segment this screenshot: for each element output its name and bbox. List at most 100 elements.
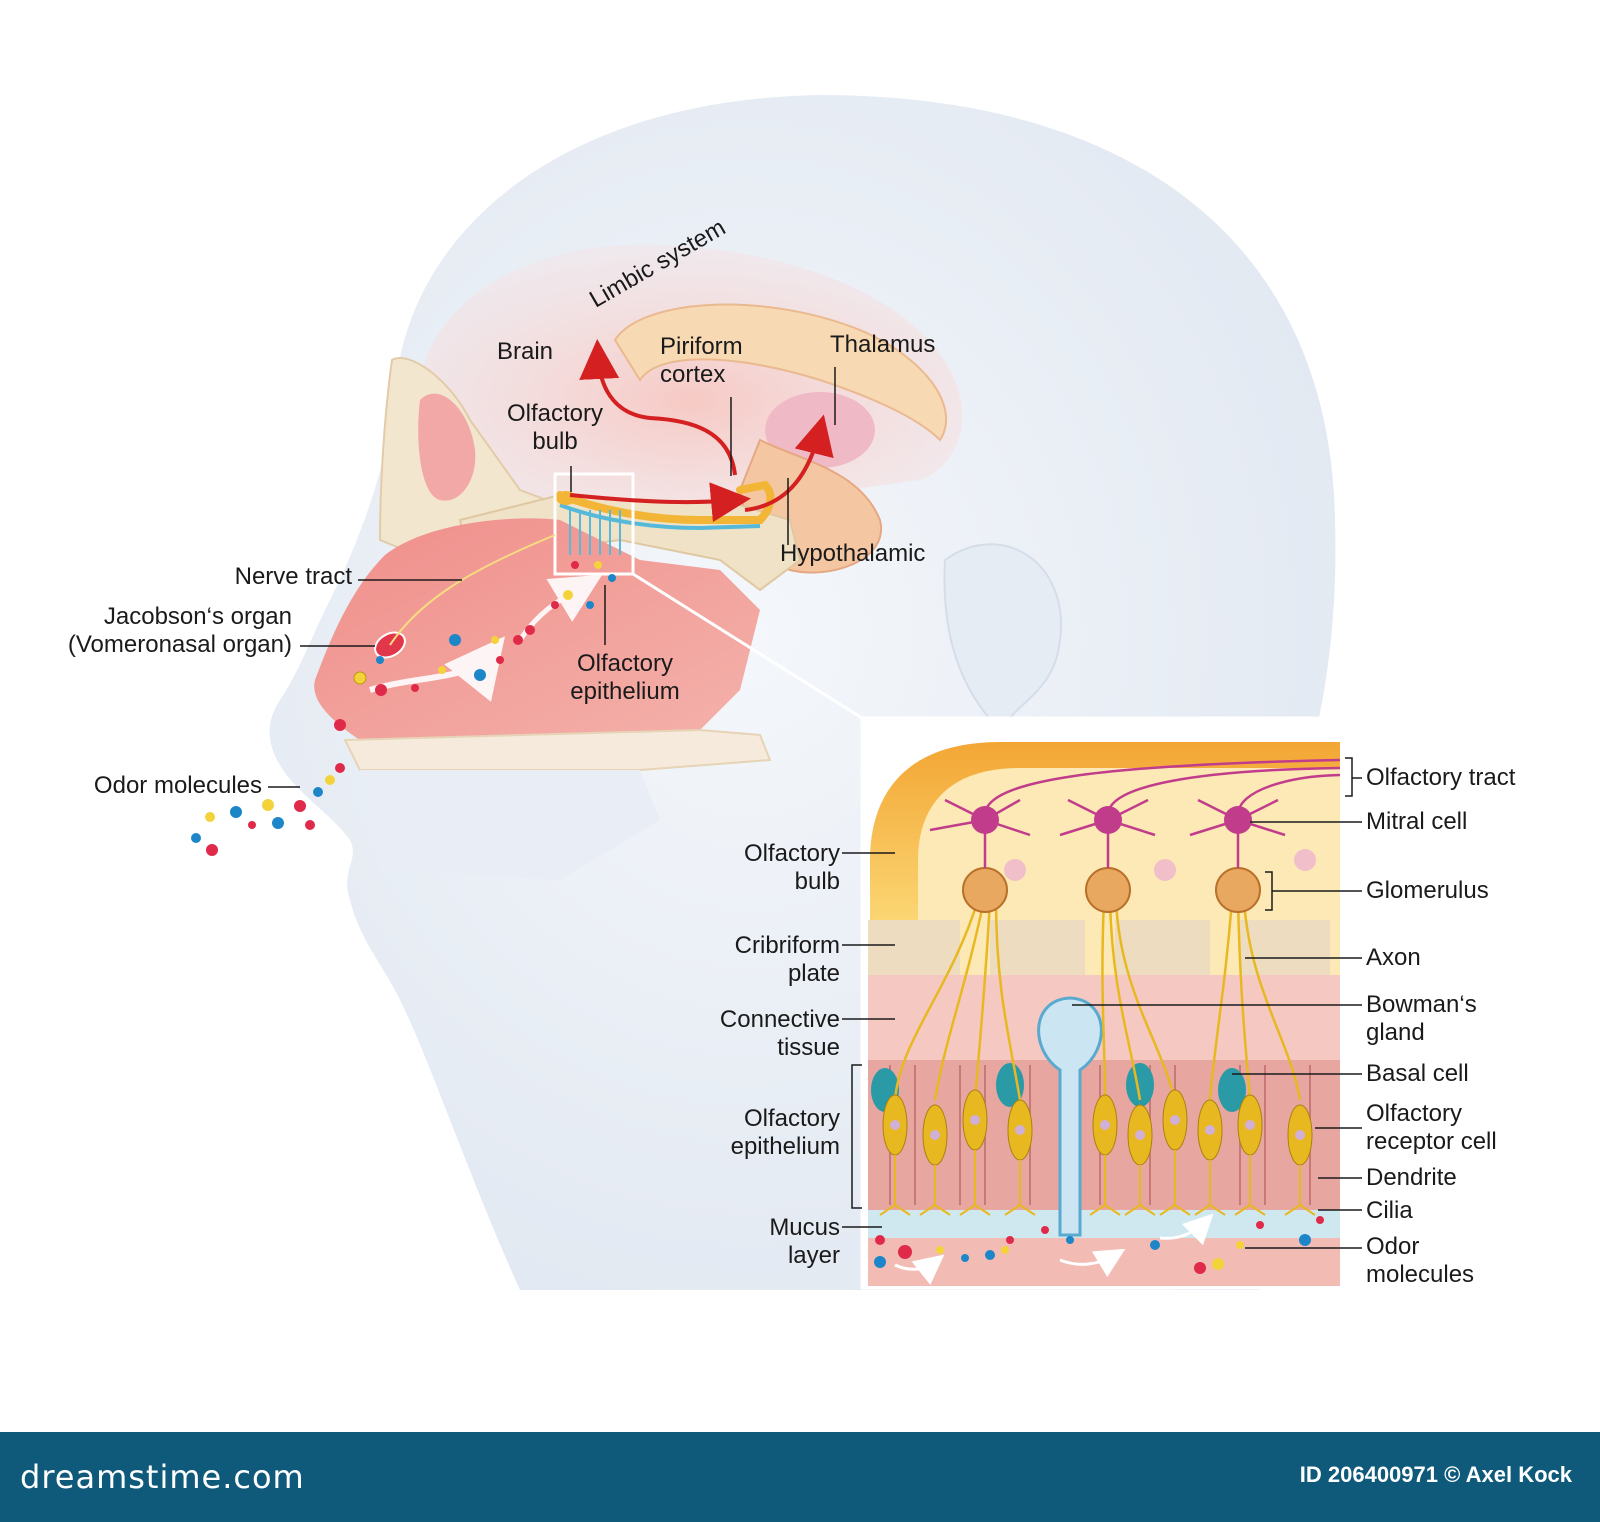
- epithelium-bracket: [851, 1064, 862, 1209]
- label-dendrite: Dendrite: [1366, 1164, 1457, 1192]
- arrow-to-brain: [579, 339, 737, 476]
- label-cribriform-line1: Cribriform: [734, 932, 840, 959]
- label-axon: Axon: [1366, 944, 1421, 972]
- label-mucus-line1: Mucus: [769, 1214, 840, 1241]
- label-odor-molecules-head: Odor molecules: [40, 772, 262, 800]
- mucus-flow-arrow-3: [1159, 1213, 1214, 1246]
- cribriform-gaps: [960, 920, 1340, 975]
- label-connective-tissue: Connective tissue: [660, 1006, 840, 1062]
- nerve-tract-line: [389, 534, 556, 646]
- label-piriform-line1: Piriform: [660, 333, 743, 360]
- label-thalamus: Thalamus: [830, 331, 935, 359]
- mucus-flow-arrow-1: [894, 1254, 945, 1285]
- footer-site-logo[interactable]: dreamstime.com: [20, 1458, 305, 1496]
- label-olfactory-bulb-head: Olfactory bulb: [490, 400, 620, 456]
- zoom-connector: [632, 572, 863, 720]
- bowmans-gland-shape: [1037, 996, 1103, 1237]
- label-connective-line2: tissue: [777, 1034, 840, 1061]
- label-olfactory-bulb-inset-line1: Olfactory: [743, 840, 840, 867]
- footer-bar: dreamstime.com ID 206400971 © Axel Kock: [0, 1432, 1600, 1522]
- label-piriform-line2: cortex: [660, 361, 726, 388]
- label-hypothalamic-text: Hypothalamic: [780, 540, 926, 567]
- label-odor-inset-line1: Odor: [1366, 1233, 1420, 1260]
- receptor-nuclei: [890, 1115, 1305, 1140]
- basal-cells: [871, 1063, 1246, 1112]
- label-olfactory-epithelium-inset-line2: epithelium: [730, 1133, 840, 1160]
- label-bowmans-gland: Bowman‘s gland: [1366, 991, 1477, 1047]
- inset-mucus-layer: [868, 1210, 1340, 1238]
- inset-detail: [851, 716, 1342, 1290]
- inset-leader-lines: [842, 757, 1362, 1249]
- odor-molecules-inset: [874, 1216, 1324, 1274]
- label-basal-cell: Basal cell: [1366, 1060, 1469, 1088]
- nasal-cavity: [314, 518, 760, 740]
- label-mitral-cell-text: Mitral cell: [1366, 808, 1468, 835]
- mucus-flow-arrow-2: [1059, 1248, 1126, 1278]
- label-olfactory-epithelium-inset-line1: Olfactory: [743, 1105, 840, 1132]
- receptor-fibers-head: [569, 510, 621, 555]
- label-brain: Brain: [497, 338, 553, 366]
- label-jacobsons-organ: Jacobson‘s organ (Vomeronasal organ): [20, 603, 292, 659]
- footer-image-id: ID 206400971 © Axel Kock: [1299, 1462, 1572, 1487]
- axon-bundles: [893, 899, 1302, 1101]
- olfactory-tract-head: [556, 480, 775, 524]
- head-leader-lines: [268, 367, 836, 788]
- label-basal-cell-text: Basal cell: [1366, 1060, 1469, 1087]
- label-olfactory-bulb-head-line1: Olfactory: [506, 400, 604, 427]
- label-cilia: Cilia: [1366, 1197, 1413, 1225]
- odor-molecules-nose: [334, 561, 616, 731]
- label-cilia-text: Cilia: [1366, 1197, 1413, 1224]
- odor-molecules-outside: [191, 763, 345, 856]
- limbic-arc: [613, 303, 948, 442]
- label-olfactory-bulb-inset-line2: bulb: [794, 868, 840, 895]
- label-olfactory-epithelium-head-line2: epithelium: [570, 678, 680, 705]
- mitral-cells: [929, 758, 1341, 881]
- olfactory-system-illustration: [191, 95, 1362, 1290]
- label-receptor-line2: receptor cell: [1366, 1128, 1497, 1155]
- arrow-to-thalamus: [744, 414, 834, 512]
- label-receptor-line1: Olfactory: [1366, 1100, 1463, 1127]
- label-odor-molecules-head-text: Odor molecules: [93, 772, 262, 799]
- label-olfactory-epithelium-head: Olfactory epithelium: [555, 650, 695, 706]
- dendrites-cilia: [879, 1150, 1316, 1216]
- label-olfactory-receptor-cell: Olfactory receptor cell: [1366, 1100, 1497, 1156]
- label-mucus-layer: Mucus layer: [680, 1214, 840, 1270]
- arrow-to-cortex: [569, 482, 751, 523]
- label-olfactory-tract-text: Olfactory tract: [1366, 764, 1516, 791]
- label-hypothalamic: Hypothalamic: [780, 540, 925, 568]
- label-nerve-tract: Nerve tract: [150, 563, 352, 591]
- olfactory-bulb-head: [556, 491, 576, 505]
- label-connective-line1: Connective: [719, 1006, 840, 1033]
- label-mucus-line2: layer: [787, 1242, 840, 1269]
- label-odor-inset-line2: molecules: [1366, 1261, 1475, 1288]
- label-mitral-cell: Mitral cell: [1366, 808, 1467, 836]
- zoom-box: [553, 472, 635, 576]
- airflow-arrow-1: [369, 636, 506, 702]
- label-nerve-tract-text: Nerve tract: [234, 563, 352, 590]
- label-cribriform-line2: plate: [787, 960, 840, 987]
- label-bowmans-line2: gland: [1366, 1019, 1425, 1046]
- inset-lumen: [868, 1238, 1340, 1286]
- label-cribriform-plate: Cribriform plate: [680, 932, 840, 988]
- label-thalamus-text: Thalamus: [830, 331, 936, 358]
- glomeruli: [962, 867, 1261, 913]
- label-bowmans-line1: Bowman‘s: [1366, 991, 1477, 1018]
- label-piriform-cortex: Piriform cortex: [660, 333, 743, 389]
- label-olfactory-bulb-inset: Olfactory bulb: [680, 840, 840, 896]
- label-jacobsons-line1: Jacobson‘s organ: [103, 603, 292, 630]
- frontal-sinus: [418, 393, 476, 501]
- label-dendrite-text: Dendrite: [1366, 1164, 1457, 1191]
- label-glomerulus: Glomerulus: [1366, 877, 1489, 905]
- label-brain-text: Brain: [497, 338, 554, 365]
- mouth-region: [360, 770, 660, 880]
- label-jacobsons-line2: (Vomeronasal organ): [67, 631, 292, 658]
- label-olfactory-bulb-head-line2: bulb: [532, 428, 578, 455]
- label-olfactory-tract: Olfactory tract: [1366, 764, 1515, 792]
- label-axon-text: Axon: [1366, 944, 1421, 971]
- ear-shape: [943, 543, 1062, 732]
- label-glomerulus-text: Glomerulus: [1366, 877, 1489, 904]
- label-olfactory-epithelium-head-line1: Olfactory: [576, 650, 674, 677]
- label-odor-molecules-inset: Odor molecules: [1366, 1233, 1474, 1289]
- label-olfactory-epithelium-inset: Olfactory epithelium: [660, 1105, 840, 1161]
